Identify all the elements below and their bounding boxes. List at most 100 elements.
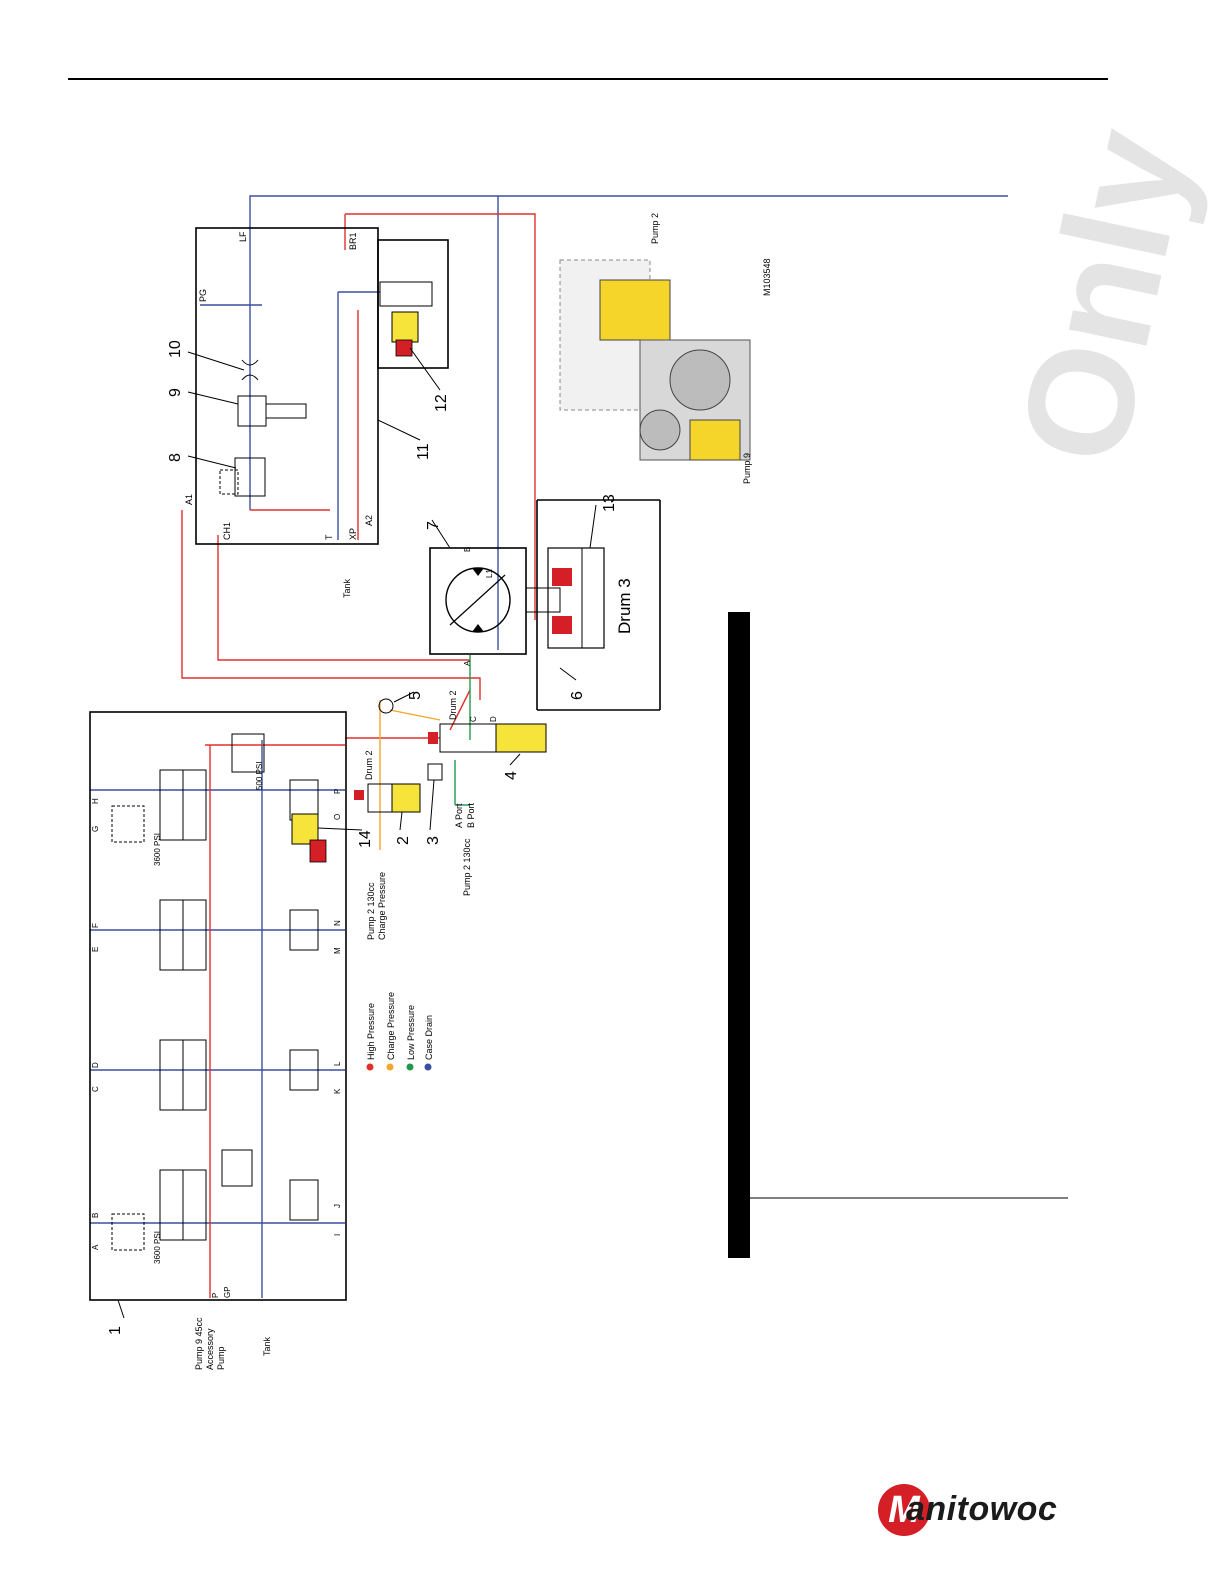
valve-2-solenoid [391,783,421,813]
callout-2: 2 [395,836,412,845]
accessory-label: Accessory [205,1328,215,1370]
callout-1: 1 [107,1326,124,1335]
callout-6: 6 [569,691,586,700]
svg-text:LF: LF [238,231,248,242]
legend-charge-pressure-swatch [386,1063,394,1071]
valve-4-coil [428,732,438,744]
charge-pressure-label: Charge Pressure [377,872,387,940]
callout-12: 12 [433,394,450,412]
svg-text:GP: GP [223,1286,232,1298]
svg-text:N: N [333,920,342,926]
pump-9-label: Pump 9 [742,453,752,484]
svg-text:L: L [333,1061,342,1066]
sensor-3 [427,763,443,781]
svg-text:A2: A2 [364,515,374,526]
svg-text:C: C [91,1086,100,1092]
header-rule [68,78,1108,80]
pump-assembly-image [559,259,751,461]
svg-text:B: B [463,547,472,552]
callout-10: 10 [167,340,184,358]
svg-text:B: B [91,1213,100,1218]
control-valve-1 [89,711,347,1301]
callout-14: 14 [357,830,374,848]
psi-3600-b: 3600 PSI [153,833,162,866]
pump-9-45cc-label: Pump 9 45cc [194,1317,204,1370]
solenoid-14 [291,813,319,845]
svg-text:T: T [324,534,334,540]
svg-text:F: F [91,923,100,928]
valve-block-11 [195,227,379,545]
logo-text: anitowoc [906,1490,1058,1528]
logo-badge: M [878,1484,930,1536]
callout-11: 11 [415,443,432,460]
svg-text:O: O [333,814,342,820]
svg-text:D: D [489,716,498,722]
legend-case-drain: Case Drain [424,1015,434,1060]
diagram-labels: Tank Tank Drum 3 Drum 2 Drum 2 Pump 2 Pu… [153,213,772,1370]
legend-high-pressure: High Pressure [366,1003,376,1060]
valve-12-body [379,281,433,307]
svg-text:J: J [333,1204,342,1208]
check-valve-5 [378,698,394,714]
svg-text:H: H [91,798,100,804]
tank-label-bottom: Tank [262,1336,272,1356]
legend-charge-pressure: Charge Pressure [386,992,396,1060]
callout-9: 9 [167,388,184,397]
solenoid-12 [391,311,419,343]
valve-4-solenoid [495,723,547,753]
a-port-label: A Port [454,803,464,828]
svg-text:C: C [469,716,478,722]
legend-low-pressure: Low Pressure [406,1005,416,1060]
svg-text:BR1: BR1 [348,232,358,250]
pump-word-label: Pump [216,1346,226,1370]
legend: High Pressure Charge Pressure Low Pressu… [366,992,434,1071]
legend-case-drain-swatch [424,1063,432,1071]
charge-pump-label: Pump 2 130cc [366,882,376,940]
svg-text:CH1: CH1 [222,522,232,540]
svg-text:G: G [91,826,100,832]
callout-5: 5 [407,691,424,700]
check-valve-9-actuator [265,403,307,419]
svg-text:A: A [463,660,472,666]
pump-2-label: Pump 2 [650,213,660,244]
drum-3-label: Drum 3 [615,578,634,634]
callout-7: 7 [425,521,442,530]
svg-text:D: D [91,1062,100,1068]
svg-text:XP: XP [348,528,358,540]
svg-text:A: A [91,1244,100,1250]
port-labels: A1 CH1 T XP A2 PG LF BR1 A B L1 C D P GP… [91,231,498,1298]
figure-id: M103548 [762,258,772,296]
psi-3600-a: 3600 PSI [153,1231,162,1264]
svg-text:E: E [91,947,100,952]
valve-2-coil [354,790,364,800]
svg-text:P: P [333,789,342,794]
drum-2-label-a: Drum 2 [448,690,458,720]
svg-text:L1: L1 [485,569,494,578]
tank-label-top: Tank [342,578,352,598]
callout-8: 8 [167,453,184,462]
component-callouts: 1 2 3 4 5 6 7 8 9 10 11 12 13 14 [107,340,618,1335]
callout-13: 13 [601,494,618,512]
orifice-10 [241,359,259,381]
callout-3: 3 [425,836,442,845]
relief-valve-8 [234,457,266,497]
callout-4: 4 [503,771,520,780]
svg-text:A1: A1 [184,494,194,505]
relief-valve-8-pilot [219,469,239,495]
solenoid-14-coil [309,839,327,863]
psi-500: 500 PSI [255,762,264,790]
legend-high-pressure-swatch [366,1063,374,1071]
watermark-text: Only [987,116,1221,477]
side-tab-bar [728,612,750,1258]
legend-low-pressure-swatch [406,1063,414,1071]
svg-text:P: P [211,1293,220,1298]
svg-text:PG: PG [198,289,208,302]
solenoid-12-coil [395,339,413,357]
motor-7-housing [429,547,527,655]
svg-text:K: K [333,1088,342,1094]
drum-2-label-b: Drum 2 [364,750,374,780]
svg-text:I: I [333,1234,342,1236]
check-valve-9 [237,395,267,427]
b-port-label: B Port [466,802,476,828]
